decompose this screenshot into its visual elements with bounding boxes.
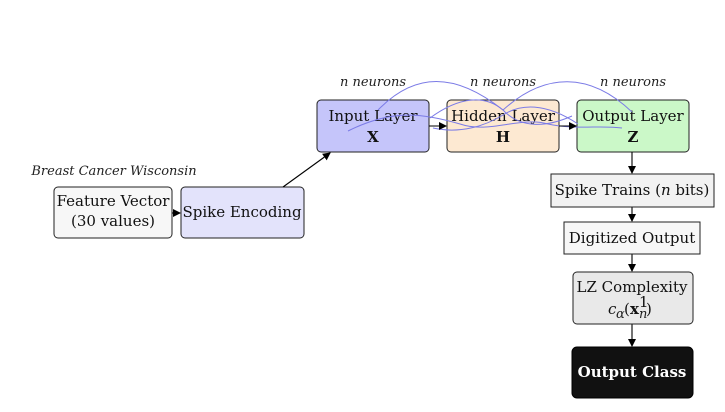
input-layer-label: Input Layer — [328, 107, 418, 125]
output-layer-label: Output Layer — [582, 107, 684, 125]
spike-encoding-node: Spike Encoding — [180, 186, 305, 239]
spike-trains-node: Spike Trains (n bits) — [550, 173, 715, 208]
recurrent-connections — [347, 81, 633, 132]
input-layer-node: Input Layer X — [316, 99, 430, 153]
digitized-output-node: Digitized Output — [563, 221, 701, 255]
neurons-labels: n neurons n neurons n neurons — [340, 75, 666, 90]
hidden-layer-label: Hidden Layer — [451, 107, 556, 125]
lz-complexity-line1: LZ Complexity — [577, 278, 688, 296]
svg-text:1: 1 — [639, 293, 649, 311]
hidden-layer-symbol: H — [496, 128, 510, 146]
arrow-encoding-to-input — [282, 152, 331, 188]
lz-complexity-box — [572, 271, 694, 325]
svg-text:c: c — [608, 300, 617, 318]
link-input-hidden-mid — [347, 114, 623, 132]
feature-vector-node: Feature Vector (30 values) — [53, 186, 173, 239]
hidden-neurons-label: n neurons — [470, 75, 536, 90]
spike-encoding-box — [180, 186, 305, 239]
svg-text:n: n — [639, 307, 647, 322]
digitized-output-label: Digitized Output — [569, 229, 695, 247]
output-class-box — [571, 346, 694, 399]
feature-vector-line1: Feature Vector — [57, 192, 171, 210]
svg-text:): ) — [646, 300, 652, 318]
output-class-node: Output Class — [571, 346, 694, 399]
link-hidden-cross-a — [429, 99, 573, 125]
input-layer-symbol: X — [367, 128, 379, 146]
lz-complexity-formula: c α ( x 1 n ) — [608, 293, 652, 322]
spike-encoding-label: Spike Encoding — [182, 203, 302, 221]
link-hidden-cross-b — [432, 106, 579, 131]
spike-trains-box — [550, 173, 715, 208]
flow-arrows — [172, 122, 636, 347]
output-class-label: Output Class — [578, 363, 687, 381]
digitized-output-box — [563, 221, 701, 255]
svg-text:(: ( — [624, 300, 630, 318]
output-neurons-label: n neurons — [600, 75, 666, 90]
svg-text:α: α — [616, 307, 625, 322]
output-layer-node: Output Layer Z — [576, 99, 690, 153]
feature-vector-line2: (30 values) — [71, 212, 155, 230]
output-layer-symbol: Z — [628, 128, 639, 146]
lz-complexity-node: LZ Complexity c α ( x 1 n ) — [572, 271, 694, 325]
dataset-label: Breast Cancer Wisconsin — [30, 164, 196, 179]
svg-text:x: x — [630, 300, 640, 318]
input-neurons-label: n neurons — [340, 75, 406, 90]
output-layer-box — [576, 99, 690, 153]
spike-trains-label: Spike Trains (n bits) — [555, 181, 710, 199]
